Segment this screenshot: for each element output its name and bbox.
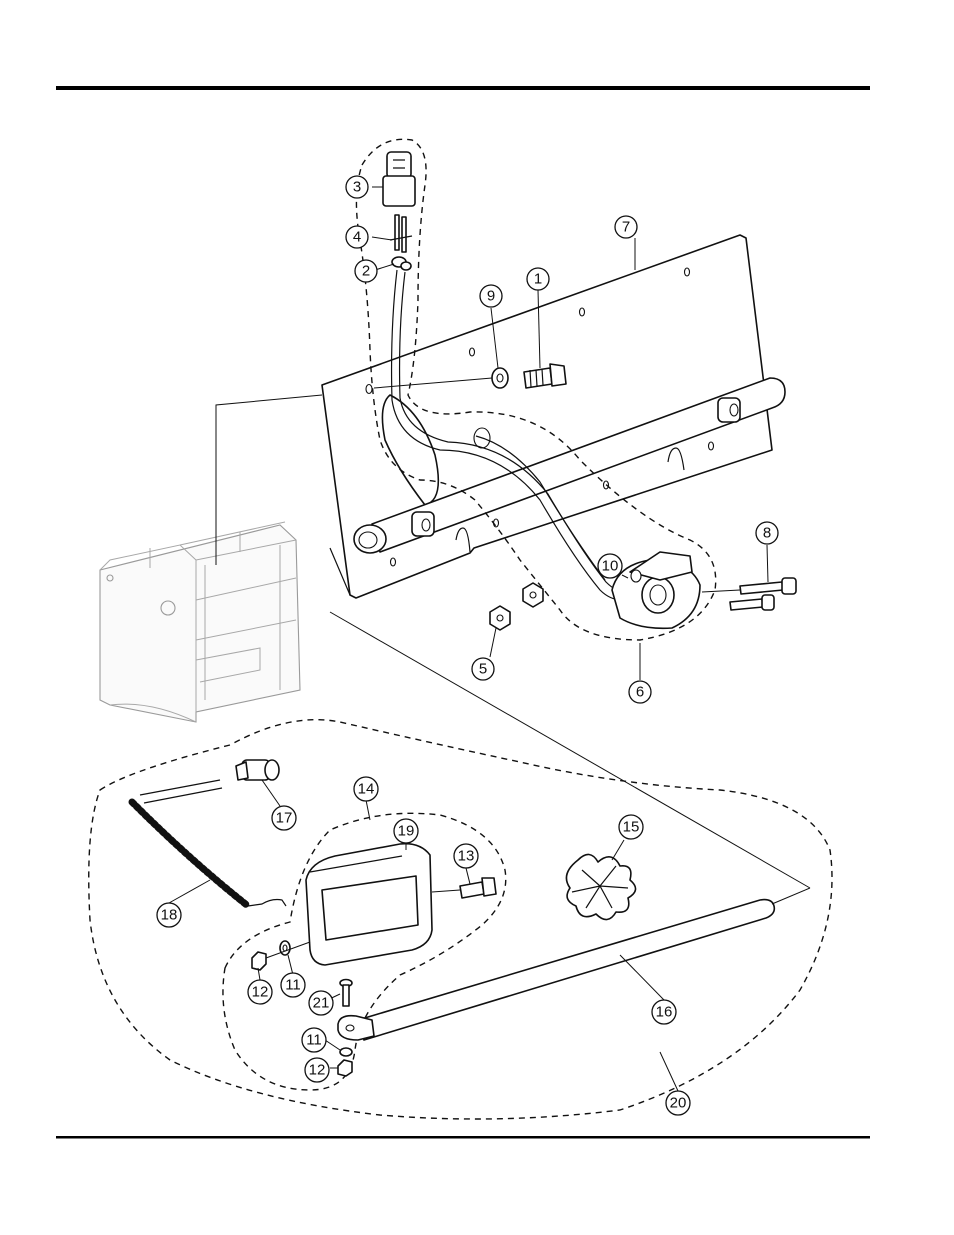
callout-12-lower-label: 12 <box>309 1062 326 1079</box>
flat-washer <box>280 941 290 955</box>
callout-20-label: 20 <box>670 1095 687 1112</box>
callout-7-label: 7 <box>622 219 630 236</box>
lower-washer <box>340 1048 352 1056</box>
machine-body-context <box>100 522 300 722</box>
callout-3: 3 <box>346 176 368 198</box>
washer <box>492 368 508 388</box>
callout-13: 13 <box>454 844 478 868</box>
callout-9: 9 <box>480 285 502 307</box>
callout-16: 16 <box>652 1000 676 1024</box>
star-knob <box>566 854 635 919</box>
callout-11-upper-label: 11 <box>285 977 301 994</box>
callout-19: 19 <box>394 819 418 843</box>
bottom-rule <box>56 1136 870 1139</box>
callout-21: 21 <box>309 991 333 1015</box>
callout-14: 14 <box>354 777 378 801</box>
callout-2: 2 <box>355 260 377 282</box>
power-socket <box>612 552 700 628</box>
callout-15: 15 <box>619 815 643 839</box>
callout-10: 10 <box>598 554 622 578</box>
hex-nut <box>252 952 266 970</box>
callout-17-label: 17 <box>276 810 293 827</box>
callout-21-label: 21 <box>313 995 330 1012</box>
callout-11-upper: 11 <box>281 973 305 997</box>
callout-15-label: 15 <box>623 819 640 836</box>
callout-16-label: 16 <box>656 1004 673 1021</box>
callout-4: 4 <box>346 226 368 248</box>
callout-1: 1 <box>527 268 549 290</box>
callout-6: 6 <box>629 681 651 703</box>
lower-nut <box>338 1060 352 1076</box>
plug-connector <box>236 760 279 780</box>
callout-13-label: 13 <box>458 848 475 865</box>
top-rule <box>56 86 870 90</box>
callout-11-lower-label: 11 <box>306 1032 322 1049</box>
callout-18: 18 <box>157 903 181 927</box>
display-monitor <box>306 844 432 965</box>
connector-housing <box>383 152 415 206</box>
callout-10-label: 10 <box>602 558 619 575</box>
callout-7: 7 <box>615 216 637 238</box>
callout-17: 17 <box>272 806 296 830</box>
callout-4-label: 4 <box>353 229 361 246</box>
callout-8: 8 <box>756 522 778 544</box>
callout-6-label: 6 <box>636 684 644 701</box>
callout-14-label: 14 <box>358 781 375 798</box>
callout-3-label: 3 <box>353 179 361 196</box>
callout-5: 5 <box>472 658 494 680</box>
callout-11-lower: 11 <box>302 1028 326 1052</box>
cap-screws <box>730 578 796 610</box>
callout-12-lower: 12 <box>305 1058 329 1082</box>
callout-1-label: 1 <box>534 271 542 288</box>
wire-seals <box>392 257 411 270</box>
callout-2-label: 2 <box>362 263 370 280</box>
callout-20: 20 <box>666 1091 690 1115</box>
callout-19-label: 19 <box>398 823 415 840</box>
callout-12-upper: 12 <box>248 980 272 1004</box>
coil-cord <box>132 780 286 906</box>
callout-18-label: 18 <box>161 907 178 924</box>
carriage-bolt <box>340 980 352 1007</box>
display-bolt <box>432 878 496 898</box>
callout-5-label: 5 <box>479 661 487 678</box>
terminal-pins <box>390 215 412 252</box>
callout-9-label: 9 <box>487 288 495 305</box>
callout-12-upper-label: 12 <box>252 984 269 1001</box>
callout-8-label: 8 <box>763 525 771 542</box>
lock-nuts <box>490 583 543 630</box>
